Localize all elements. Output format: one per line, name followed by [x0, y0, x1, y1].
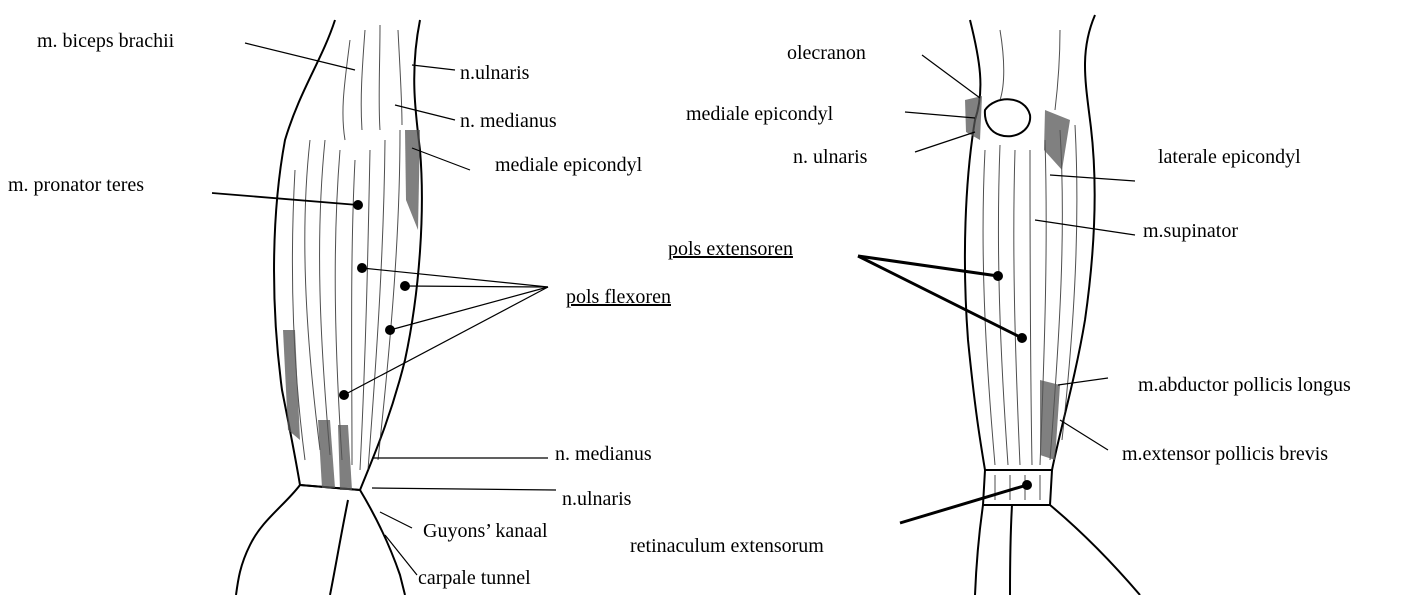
leader-ulnaris-top: [412, 65, 455, 70]
right-forearm-illustration: [965, 15, 1140, 595]
dot-flexor-3: [385, 325, 395, 335]
leader-ulnaris-bottom: [372, 488, 556, 490]
dot-extensor-1: [993, 271, 1003, 281]
dot-extensor-2: [1017, 333, 1027, 343]
label-mediale-epicondyl-left: mediale epicondyl: [495, 154, 642, 176]
label-pronator-teres: m. pronator teres: [8, 174, 144, 196]
label-olecranon: olecranon: [787, 42, 866, 64]
leader-carpale: [385, 535, 417, 575]
label-medianus-bottom: n. medianus: [555, 443, 652, 465]
label-ulnaris-right: n. ulnaris: [793, 146, 867, 168]
label-ulnaris-bottom: n.ulnaris: [562, 488, 631, 510]
leader-med-epi-right: [905, 112, 975, 118]
label-abductor-pollicis-longus: m.abductor pollicis longus: [1138, 374, 1351, 396]
dot-pronator: [353, 200, 363, 210]
leader-olecranon: [922, 55, 980, 98]
label-biceps-brachii: m. biceps brachii: [37, 30, 174, 52]
label-mediale-epicondyl-right: mediale epicondyl: [686, 103, 833, 125]
leader-flexor-1: [362, 268, 548, 287]
leader-guyon: [380, 512, 412, 528]
leader-ulnaris-right: [915, 132, 975, 152]
leader-abductor: [1058, 378, 1108, 385]
leader-lat-epi: [1050, 175, 1135, 181]
label-guyons-kanaal: Guyons’ kanaal: [423, 520, 548, 542]
leader-flexor-4: [344, 287, 548, 395]
label-retinaculum-extensorum: retinaculum extensorum: [630, 535, 824, 557]
leader-flexor-2: [405, 286, 548, 287]
leader-medianus-top: [395, 105, 455, 120]
label-extensor-pollicis-brevis: m.extensor pollicis brevis: [1122, 443, 1328, 465]
left-forearm-fibers: [292, 25, 402, 470]
label-ulnaris-top-left: n.ulnaris: [460, 62, 529, 84]
label-medianus-top-left: n. medianus: [460, 110, 557, 132]
label-pols-extensoren: pols extensoren: [668, 238, 793, 260]
label-supinator: m.supinator: [1143, 220, 1238, 242]
dot-flexor-1: [357, 263, 367, 273]
label-laterale-epicondyl: laterale epicondyl: [1158, 146, 1301, 168]
dot-flexor-2: [400, 281, 410, 291]
dot-flexor-4: [339, 390, 349, 400]
leader-pronator: [212, 193, 358, 205]
left-forearm-illustration: [236, 20, 422, 595]
leader-lines: [212, 43, 1135, 575]
leader-biceps: [245, 43, 355, 70]
label-carpale-tunnel: carpale tunnel: [418, 567, 531, 589]
leader-ext-brevis: [1060, 420, 1108, 450]
leader-supinator: [1035, 220, 1135, 235]
dot-retinaculum: [1022, 480, 1032, 490]
label-pols-flexoren: pols flexoren: [566, 286, 671, 308]
